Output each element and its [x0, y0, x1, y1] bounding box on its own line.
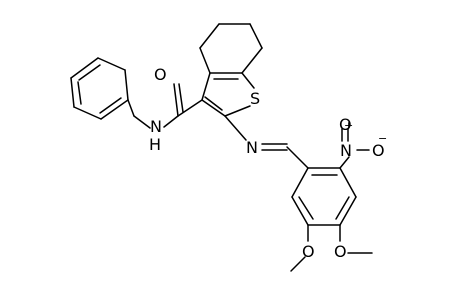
bond: [286, 146, 309, 169]
bond: [163, 115, 179, 128]
bond: [249, 23, 263, 49]
bond: [199, 23, 220, 49]
bond: [291, 167, 309, 198]
bond: [339, 167, 357, 198]
bond: [339, 196, 357, 226]
nitro-negative-charge: −: [378, 132, 387, 145]
bond: [127, 99, 135, 117]
bond-inner: [77, 81, 82, 105]
bond-inner: [99, 97, 122, 114]
bond: [201, 99, 226, 117]
bond: [224, 115, 247, 141]
nitro-oxygen-double-label: O: [339, 115, 352, 134]
bond: [97, 57, 126, 71]
nitro-positive-charge: +: [344, 119, 353, 132]
bond: [339, 156, 350, 169]
bond: [199, 47, 211, 74]
nitro-oxygen-single-label: O: [372, 141, 385, 160]
atom-labels: N H O S N N + O O − O O: [149, 65, 387, 261]
methoxy-oxygen-right-label: O: [334, 242, 347, 261]
amide-hydrogen-label: H: [149, 135, 161, 154]
bond: [173, 83, 179, 117]
bond: [201, 72, 211, 101]
bond: [224, 105, 251, 117]
bond: [133, 115, 151, 129]
bond: [73, 106, 102, 120]
bond-inner: [78, 64, 101, 81]
bonds: [70, 23, 373, 272]
bond: [124, 69, 129, 101]
bond: [177, 99, 203, 117]
bond: [291, 196, 309, 226]
amide-nitrogen-label: N: [150, 117, 162, 136]
bond: [241, 72, 255, 89]
methoxy-oxygen-left-label: O: [302, 242, 315, 261]
bond-inner: [335, 196, 350, 220]
bond: [290, 256, 306, 272]
carbonyl-oxygen-label: O: [154, 65, 167, 84]
bond: [70, 77, 75, 108]
bond: [70, 57, 99, 79]
imine-nitrogen-label: N: [246, 138, 258, 157]
nitro-nitrogen-label: N: [340, 141, 352, 160]
bond: [178, 83, 184, 113]
bond-inner: [298, 196, 314, 220]
bond: [241, 47, 263, 74]
bond-inner: [204, 96, 223, 111]
thiophene-sulfur-label: S: [250, 89, 260, 108]
bond: [100, 99, 129, 120]
